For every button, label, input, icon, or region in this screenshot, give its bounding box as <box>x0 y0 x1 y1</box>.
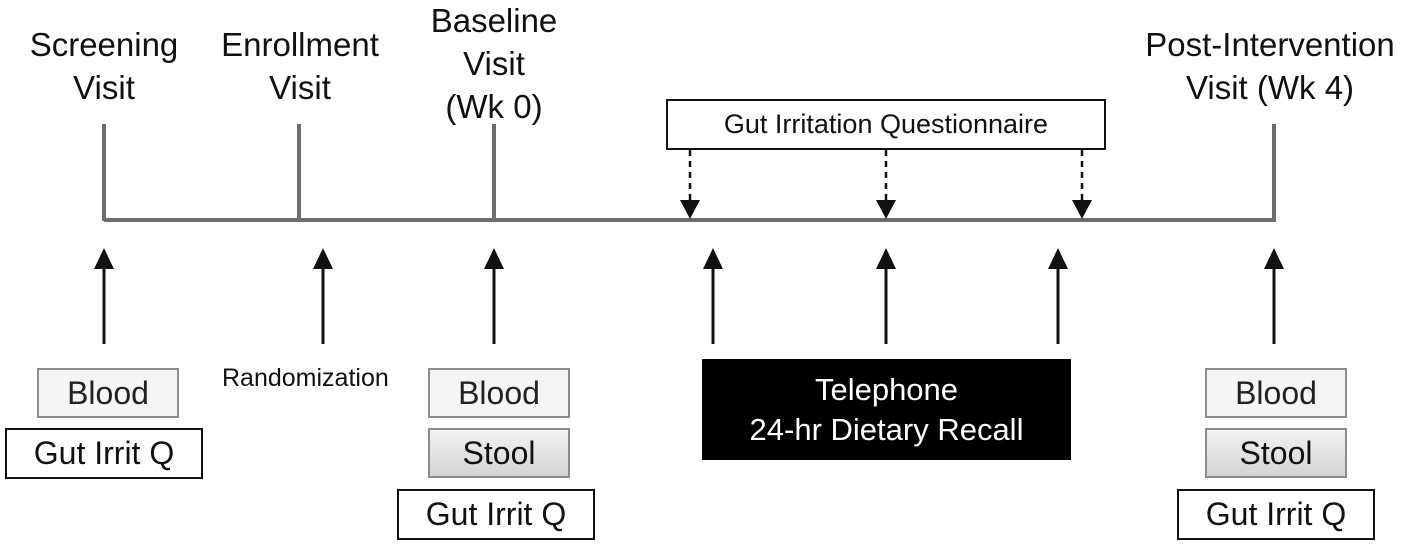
telephone-recall-line: 24-hr Dietary Recall <box>749 411 1024 447</box>
baseline-blood-label: Blood <box>458 374 540 411</box>
visit-label-line: Visit <box>73 69 135 106</box>
visit-label-line: (Wk 0) <box>445 88 543 125</box>
baseline-gut-q-box: Gut Irrit Q <box>397 489 595 540</box>
post-gut-q-box: Gut Irrit Q <box>1177 489 1375 540</box>
screening-blood-box: Blood <box>37 368 179 418</box>
baseline-blood-box: Blood <box>428 368 570 418</box>
baseline-stool-label: Stool <box>462 434 536 471</box>
up-arrow-recall-1 <box>703 248 723 344</box>
visit-label-line: Visit <box>269 69 331 106</box>
up-arrow-randomization <box>313 248 333 344</box>
visit-label-screening: Screening Visit <box>14 23 194 109</box>
randomization-label: Randomization <box>222 364 389 392</box>
visit-label-line: Enrollment <box>221 26 379 63</box>
post-gut-q-label: Gut Irrit Q <box>1205 496 1347 532</box>
up-arrow-recall-3 <box>1048 248 1068 344</box>
visit-label-line: Visit (Wk 4) <box>1185 69 1355 106</box>
telephone-recall-box: Telephone 24-hr Dietary Recall <box>702 359 1071 460</box>
questionnaire-box: Gut Irritation Questionnaire <box>666 99 1106 150</box>
questionnaire-label: Gut Irritation Questionnaire <box>723 109 1049 139</box>
visit-label-post-intervention: Post-Intervention Visit (Wk 4) <box>1130 23 1410 109</box>
visit-label-line: Visit <box>463 45 525 82</box>
dashed-arrow-2 <box>876 150 896 219</box>
dashed-arrow-3 <box>1072 150 1092 219</box>
baseline-gut-q-label: Gut Irrit Q <box>425 496 567 532</box>
visit-label-line: Post-Intervention <box>1145 26 1395 63</box>
screening-gut-q-label: Gut Irrit Q <box>33 435 175 471</box>
up-arrow-post-intervention <box>1264 248 1284 344</box>
screening-gut-q-box: Gut Irrit Q <box>5 428 203 479</box>
baseline-stool-box: Stool <box>428 428 570 478</box>
screening-blood-label: Blood <box>67 374 149 411</box>
visit-label-baseline: Baseline Visit (Wk 0) <box>404 0 584 128</box>
post-stool-box: Stool <box>1205 428 1347 478</box>
post-blood-label: Blood <box>1235 374 1317 411</box>
visit-label-line: Screening <box>29 26 179 63</box>
post-stool-label: Stool <box>1239 434 1313 471</box>
post-blood-box: Blood <box>1205 368 1347 418</box>
up-arrow-screening <box>94 248 114 344</box>
visit-label-enrollment: Enrollment Visit <box>204 23 396 109</box>
up-arrow-baseline <box>484 248 504 344</box>
up-arrow-recall-2 <box>876 248 896 344</box>
dashed-arrow-1 <box>680 150 700 219</box>
telephone-recall-line: Telephone <box>814 371 959 407</box>
visit-label-line: Baseline <box>430 2 558 39</box>
